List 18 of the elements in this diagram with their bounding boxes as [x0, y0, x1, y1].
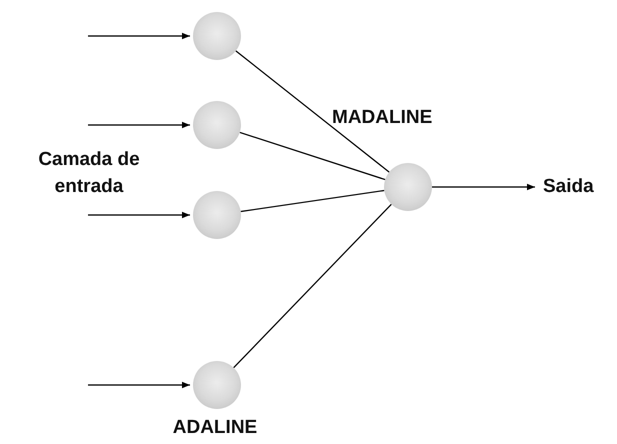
arrow	[88, 212, 190, 218]
arrow	[88, 32, 190, 40]
neuron-circle	[193, 101, 241, 149]
neuron-circle	[193, 361, 241, 409]
network-label: ADALINE	[172, 416, 258, 440]
arrow	[88, 122, 190, 128]
connection-line	[240, 132, 386, 180]
output-label: Saida	[543, 174, 594, 200]
layer-label: Camada de entrada	[37, 148, 141, 199]
neuron-circle	[193, 191, 241, 239]
neuron-circle	[384, 163, 432, 211]
neuron-circle	[193, 12, 241, 60]
arrow	[432, 184, 535, 190]
network-label: MADALINE	[332, 106, 434, 130]
connection-line	[233, 204, 392, 368]
connection-line	[240, 190, 384, 212]
connection-line	[235, 50, 390, 173]
arrow	[88, 382, 190, 388]
